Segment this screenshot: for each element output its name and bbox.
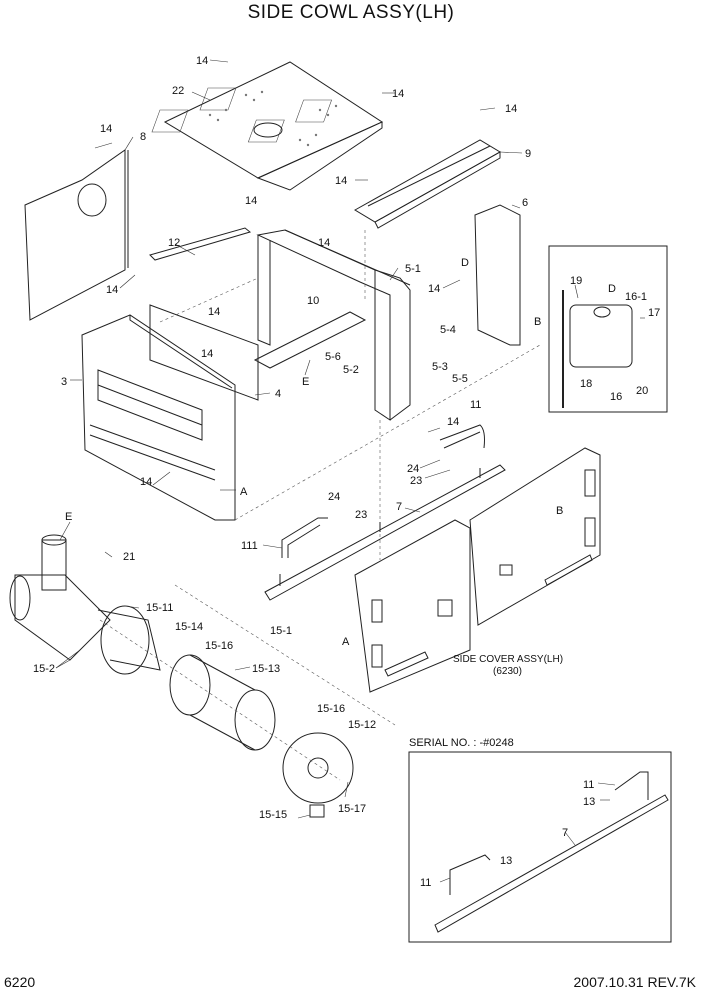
serial-inset-box [408,751,672,943]
callout-22: 22 [172,85,184,97]
callout-19: 19 [570,275,582,287]
callout-11: 11 [470,399,481,411]
side-cover-front [354,519,471,693]
handle-11 [439,424,485,449]
callout-A: A [240,486,248,498]
callout-15-16: 15-16 [317,703,345,715]
callout-E: E [65,511,72,523]
callout-15-12: 15-12 [348,719,376,731]
callout-16: 16 [610,391,622,403]
side-cover-note-line2: (6230) [493,666,522,677]
callout-15-11: 15-11 [146,602,173,614]
callout-4: 4 [275,388,281,400]
callout-13: 13 [500,855,512,867]
callout-15-15: 15-15 [259,809,287,821]
callout-14: 14 [335,175,347,187]
callout-24: 24 [407,463,419,475]
callout-14: 14 [447,416,459,428]
upper-rail-9 [354,139,501,229]
callout-11: 11 [420,877,431,889]
callout-15-14: 15-14 [175,621,203,633]
side-rail-7 [264,464,506,601]
callout-5-3: 5-3 [432,361,448,373]
callout-23: 23 [410,475,422,487]
air-cleaner-assy [9,534,161,675]
callout-5-2: 5-2 [343,364,359,376]
callout-14: 14 [100,123,112,135]
air-filter-guides [99,584,396,781]
callout-18: 18 [580,378,592,390]
alignment-guides [159,230,541,560]
callout-23: 23 [355,509,367,521]
bracket-6 [474,204,521,346]
callout-15-1: 15-1 [270,625,292,637]
serial-number-note: SERIAL NO. : -#0248 [409,737,514,749]
callout-20: 20 [636,385,648,397]
top-cover-plate [151,61,384,191]
callout-17: 17 [648,307,660,319]
callout-14: 14 [196,55,208,67]
callout-5-4: 5-4 [440,324,456,336]
callout-14: 14 [140,476,152,488]
callout-14: 14 [245,195,257,207]
callout-14: 14 [428,283,440,295]
page-title: SIDE COWL ASSY(LH) [247,2,455,23]
callout-5-1: 5-1 [405,263,421,275]
callout-5-6: 5-6 [325,351,341,363]
callout-14: 14 [208,306,220,318]
end-cap-15-12 [282,732,354,818]
page-number: 6220 [4,974,36,990]
side-cover-note-line1: SIDE COVER ASSY(LH) [453,654,563,665]
callout-A: A [342,636,350,648]
front-panel-3 [81,314,236,521]
side-plate-8 [24,149,129,321]
callout-labels: 14 22 14 14 14 8 9 14 14 12 14 6 14 D 5-… [33,55,660,889]
handle-111 [281,517,328,558]
callout-11: 11 [583,779,594,791]
leader-lines [55,59,645,883]
callout-14: 14 [201,348,213,360]
callout-9: 9 [525,148,531,160]
callout-10: 10 [307,295,319,307]
callout-7: 7 [396,501,402,513]
reservoir-inset-box [548,245,668,413]
callout-12: 12 [168,237,180,249]
callout-8: 8 [140,131,146,143]
callout-21: 21 [123,551,135,563]
callout-14: 14 [505,103,517,115]
callout-14: 14 [392,88,404,100]
callout-15-16: 15-16 [205,640,233,652]
callout-7: 7 [562,827,568,839]
callout-15-2: 15-2 [33,663,55,675]
callout-3: 3 [61,376,67,388]
callout-111: 111 [241,540,258,552]
callout-6: 6 [522,197,528,209]
side-cover-rear [469,447,601,626]
callout-15-13: 15-13 [252,663,280,675]
callout-24: 24 [328,491,340,503]
callout-15-17: 15-17 [338,803,366,815]
callout-B: B [534,316,541,328]
revision-date: 2007.10.31 REV.7K [573,974,696,990]
callout-E: E [302,376,309,388]
callout-14: 14 [318,237,330,249]
callout-16-1: 16-1 [625,291,647,303]
callout-D: D [461,257,469,269]
filter-element-15-13 [169,654,276,751]
callout-5-5: 5-5 [452,373,468,385]
callout-13: 13 [583,796,595,808]
callout-B: B [556,505,563,517]
callout-D: D [608,283,616,295]
callout-14: 14 [106,284,118,296]
